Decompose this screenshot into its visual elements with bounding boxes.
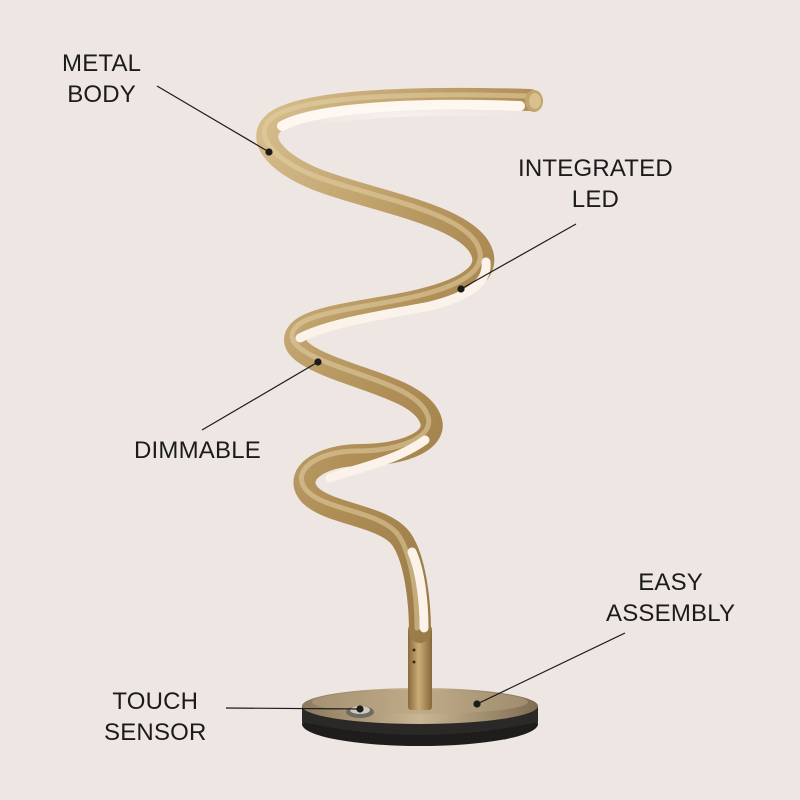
metal-body-leader-dot xyxy=(265,148,273,156)
callout-dimmable-line1: DIMMABLE xyxy=(134,437,261,464)
dimmable-leader xyxy=(201,361,319,431)
metal-body-leader xyxy=(156,85,270,153)
touch-sensor-leader-dot xyxy=(356,705,364,713)
callout-easy-assembly: EASY ASSEMBLY xyxy=(606,567,735,629)
touch-sensor-leader xyxy=(225,707,361,710)
callout-metal-body-line1: METAL xyxy=(62,50,142,77)
callout-integrated-led: INTEGRATED LED xyxy=(518,153,673,215)
integrated-led-strip xyxy=(271,93,531,633)
callout-dimmable: DIMMABLE xyxy=(134,435,261,466)
callout-leader-lines xyxy=(156,85,626,713)
integrated-led-leader xyxy=(460,223,577,290)
dimmable-leader-dot xyxy=(314,358,322,366)
callout-easy-assembly-line1: EASY xyxy=(638,569,704,596)
integrated-led-leader-dot xyxy=(457,285,465,293)
callout-integrated-led-line1: INTEGRATED xyxy=(518,155,673,182)
callout-touch-sensor-line1: TOUCH xyxy=(112,688,199,715)
callout-easy-assembly-line2: ASSEMBLY xyxy=(606,600,736,627)
callout-metal-body-line2: BODY xyxy=(67,81,137,108)
easy-assembly-leader xyxy=(476,632,626,705)
callout-metal-body: METAL BODY xyxy=(62,48,141,110)
callout-touch-sensor-line2: SENSOR xyxy=(104,719,207,746)
callout-integrated-led-line2: LED xyxy=(571,186,620,213)
spiral-end-cap xyxy=(525,90,543,112)
easy-assembly-leader-dot xyxy=(473,700,481,708)
spiral-metal-body xyxy=(256,87,541,643)
callout-touch-sensor: TOUCH SENSOR xyxy=(104,686,207,748)
